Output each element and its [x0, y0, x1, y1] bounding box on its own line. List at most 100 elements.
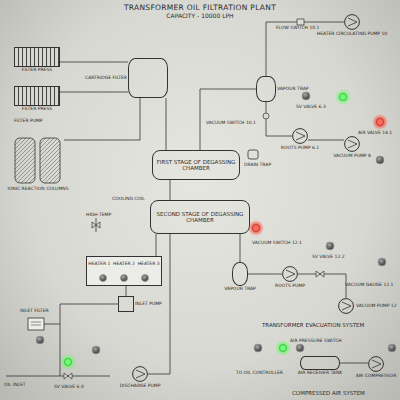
pipe-line	[200, 89, 256, 150]
pump-node: ROOTS PUMP 6.1	[292, 128, 308, 144]
ion-column	[15, 138, 35, 183]
pipe-stub	[6, 376, 110, 377]
equipment-box: VAPOUR TRAP	[232, 262, 248, 286]
indicator-lamp	[388, 344, 396, 352]
pump-node: HEATER CIRCULATING PUMP 10	[344, 14, 360, 30]
node-label: FILTER PRESS	[22, 106, 52, 111]
inlet-filter-meter	[28, 318, 44, 330]
node-label: INLET PUMP	[135, 301, 162, 306]
node-label: ROOTS PUMP	[275, 283, 305, 288]
ion-column	[40, 138, 60, 183]
pipe-group	[60, 22, 368, 374]
pump-symbol	[282, 266, 298, 282]
pipe-line	[266, 102, 292, 136]
node-label: HEATER 3	[138, 261, 160, 266]
node-label: FILTER PRESS	[22, 67, 52, 72]
indicator-lamp	[296, 344, 304, 352]
pump-impeller	[348, 18, 357, 26]
pump-symbol	[338, 298, 354, 314]
node-label: HEATER 2	[113, 261, 135, 266]
pipe-line	[126, 286, 127, 296]
pump-outline	[345, 15, 360, 30]
panel-label: CAPACITY - 10000 LPH	[166, 13, 233, 20]
pipe-line	[298, 274, 346, 298]
node-label: FIRST STAGE OF DEGASSING CHAMBER	[155, 159, 237, 172]
node-label: ROOTS PUMP 6.1	[281, 145, 319, 150]
equipment-box: VAPOUR TRAP	[256, 76, 276, 102]
indicator-lamp	[253, 225, 260, 232]
panel-label: TRANSFORMER EVACUATION SYSTEM	[262, 322, 364, 328]
meter-detail	[31, 325, 41, 326]
pump-impeller	[286, 270, 295, 278]
panel-label: AIR VALVE 14.1	[358, 130, 392, 135]
node-label: VACUUM PUMP 12	[356, 303, 397, 308]
pipe-stub	[44, 324, 60, 376]
panel-label: COMPRESSED AIR SYSTEM	[292, 390, 365, 396]
pump-impeller	[348, 140, 357, 148]
indicator-lamp	[36, 336, 44, 344]
pump-symbol	[344, 136, 360, 152]
panel-label: FLOW SWITCH 10.1	[276, 25, 319, 30]
pipe-line	[60, 62, 128, 63]
indicator-lamp	[326, 242, 334, 250]
pipe-line	[308, 140, 344, 141]
pipe-line	[170, 180, 171, 200]
gauge-symbol	[263, 113, 269, 119]
node-label: DISCHARGE PUMP	[120, 383, 161, 388]
drain-trap-symbol	[248, 150, 258, 159]
panel-label: VACUUM GAUGE 12.1	[345, 282, 393, 287]
pump-outline	[133, 367, 148, 382]
node-label: AIR RECEIVER TANK	[298, 370, 343, 375]
panel-label: OIL INLET	[4, 382, 26, 387]
indicator-lamp	[376, 156, 384, 164]
panel-label: TO OIL CONTROLLER	[236, 370, 283, 375]
node-label: SECOND STAGE OF DEGASSING CHAMBER	[153, 211, 247, 224]
pump-node: ROOTS PUMP	[282, 266, 298, 282]
pump-node: AIR COMPRESSOR	[368, 356, 384, 372]
valve-symbol	[316, 271, 324, 277]
panel-label: DRAIN TRAP	[244, 162, 271, 167]
indicator-lamp	[302, 92, 310, 100]
pump-node: VACUUM PUMP 12	[338, 298, 354, 314]
pump-outline	[345, 137, 360, 152]
equipment-box: SECOND STAGE OF DEGASSING CHAMBER	[150, 200, 250, 234]
equipment-box: FIRST STAGE OF DEGASSING CHAMBER	[152, 150, 240, 180]
pump-outline	[293, 129, 308, 144]
pump-node: DISCHARGE PUMP	[132, 366, 148, 382]
panel-label: SV VALVE 6.3	[296, 104, 326, 109]
panel-label: HIGH TEMP	[86, 212, 111, 217]
valve-symbol	[92, 222, 100, 228]
pump-symbol	[344, 14, 360, 30]
meter-detail	[31, 322, 41, 323]
equipment-box: IONIC REACTION COLUMNS	[12, 135, 64, 185]
lamp-glow	[248, 220, 264, 236]
lamp-group	[36, 89, 396, 370]
pump-impeller	[342, 302, 351, 310]
pipe-line	[64, 98, 140, 140]
indicator-lamp	[254, 344, 262, 352]
pipe-line	[240, 234, 241, 262]
pipe-line	[266, 22, 344, 76]
pump-impeller	[136, 370, 145, 378]
node-label: VACUUM PUMP 8	[333, 153, 371, 158]
pump-outline	[283, 267, 298, 282]
pump-symbol	[132, 366, 148, 382]
indicator-lamp	[378, 258, 386, 266]
indicator-lamp	[280, 345, 287, 352]
pump-symbol	[292, 128, 308, 144]
pump-outline	[339, 299, 354, 314]
equipment-box: HEATER 1HEATER 2HEATER 3	[86, 256, 162, 286]
pipe-line	[340, 363, 368, 364]
equipment-box: CARTRIDGE FILTER	[128, 58, 168, 98]
node-label: AIR COMPRESSOR	[356, 373, 397, 378]
panel-label: SV VALVE 6.0	[54, 384, 84, 389]
pump-outline	[369, 357, 384, 372]
lamp-glow	[60, 354, 76, 370]
pump-symbol	[368, 356, 384, 372]
pipe-stub	[60, 304, 118, 324]
pipe-stub	[96, 218, 97, 232]
equipment-box: FILTER PRESS	[14, 47, 60, 67]
lamp-glow	[335, 89, 351, 105]
pipe-line	[156, 234, 157, 256]
